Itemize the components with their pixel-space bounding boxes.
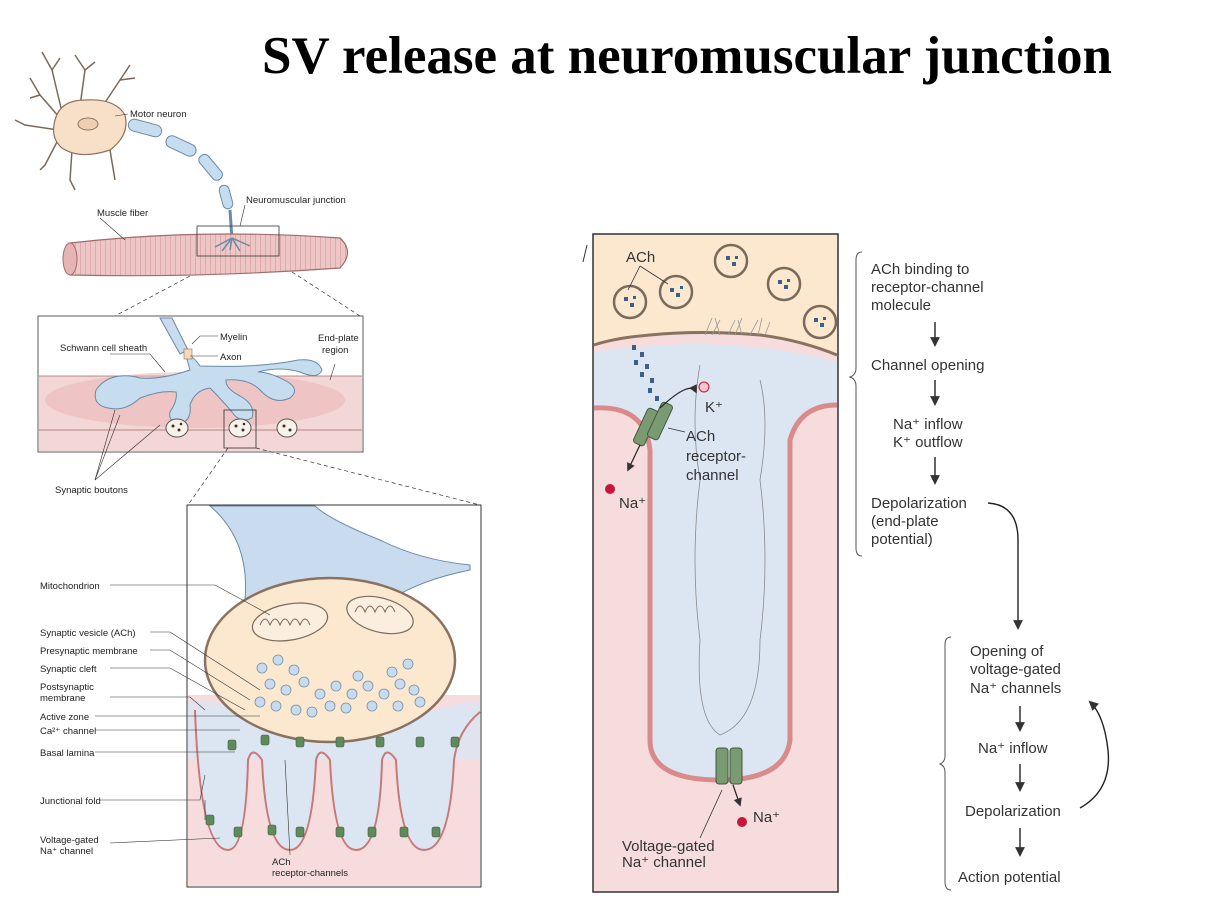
synaptic-vesicle [254, 696, 266, 708]
synaptic-vesicle [366, 700, 378, 712]
synaptic-vesicle [402, 658, 414, 670]
synaptic-vesicle [340, 702, 352, 714]
label-presynaptic-membrane: Presynaptic membrane [40, 646, 138, 657]
flow-step5-line1: Opening of [970, 643, 1044, 660]
flow-step7: Depolarization [965, 803, 1061, 820]
synaptic-vesicle [314, 688, 326, 700]
flow-step5-line2: voltage-gated [970, 661, 1061, 678]
label-ach-receptor-channels: receptor-channels [272, 868, 348, 879]
flow-step2: Channel opening [871, 357, 984, 374]
flow-step6: Na⁺ inflow [978, 740, 1048, 757]
synaptic-vesicle [280, 684, 292, 696]
synaptic-vesicle [264, 678, 276, 690]
membrane-channel [227, 739, 237, 751]
label-synaptic-vesicle: Synaptic vesicle (ACh) [40, 628, 136, 639]
label-ach-receptor-2: receptor- [686, 448, 746, 465]
synaptic-vesicle [392, 700, 404, 712]
label-ach-vesicles: ACh [626, 249, 655, 266]
flow-step4-line1: Depolarization [871, 495, 967, 512]
membrane-channel [205, 814, 215, 826]
label-neuromuscular-junction: Neuromuscular junction [246, 195, 346, 206]
membrane-channel [233, 826, 243, 838]
label-k-ion: K⁺ [705, 399, 723, 416]
synaptic-vesicle [362, 680, 374, 692]
flow-step1-line3: molecule [871, 297, 931, 314]
membrane-channel [335, 736, 345, 748]
label-junctional-fold: Junctional fold [40, 796, 101, 807]
synaptic-vesicle [414, 696, 426, 708]
label-postsynaptic-membrane: membrane [40, 693, 85, 704]
membrane-channel [431, 826, 441, 838]
label-end-plate-region: region [322, 345, 348, 356]
label-ach-receptor-1: ACh [686, 428, 715, 445]
flow-step8: Action potential [958, 869, 1061, 886]
label-na-ion-left: Na⁺ [619, 495, 646, 512]
label-active-zone: Active zone [40, 712, 89, 723]
label-voltage-gated-2: Na⁺ channel [622, 854, 706, 871]
synaptic-vesicle [270, 700, 282, 712]
flow-step3-line2: K⁺ outflow [893, 434, 963, 451]
label-myelin: Myelin [220, 332, 247, 343]
synaptic-vesicle [288, 664, 300, 676]
label-voltage-gated-1: Voltage-gated [622, 838, 715, 855]
label-muscle-fiber: Muscle fiber [97, 208, 148, 219]
synaptic-vesicle [306, 706, 318, 718]
synaptic-vesicle [290, 704, 302, 716]
page-title: SV release at neuromuscular junction [262, 27, 1112, 85]
membrane-channel [295, 826, 305, 838]
synaptic-vesicle [272, 654, 284, 666]
flow-step3-line1: Na⁺ inflow [893, 416, 963, 433]
label-na-ion-bottom: Na⁺ [753, 809, 780, 826]
synaptic-vesicle [378, 688, 390, 700]
synaptic-vesicle [394, 678, 406, 690]
synaptic-vesicle [352, 670, 364, 682]
junctional-fold-illustration [582, 233, 839, 893]
membrane-channel [415, 736, 425, 748]
synapse-closeup [186, 504, 482, 888]
membrane-channel [375, 736, 385, 748]
membrane-channel [399, 826, 409, 838]
label-voltage-gated: Voltage-gated [40, 835, 99, 846]
membrane-channel [335, 826, 345, 838]
motor-neuron-illustration [14, 51, 361, 317]
membrane-channel [367, 826, 377, 838]
synaptic-vesicle [386, 666, 398, 678]
label-axon: Axon [220, 352, 242, 363]
synaptic-vesicle [330, 680, 342, 692]
synaptic-vesicle [346, 688, 358, 700]
label-basal-lamina: Basal lamina [40, 748, 95, 759]
label-motor-neuron: Motor neuron [130, 109, 187, 120]
label-mitochondrion: Mitochondrion [40, 581, 100, 592]
label-postsynaptic: Postsynaptic [40, 682, 94, 693]
label-ach-receptor-3: channel [686, 467, 739, 484]
flowchart [848, 251, 952, 891]
membrane-channel [295, 736, 305, 748]
synaptic-vesicle [408, 684, 420, 696]
flow-step5-line3: Na⁺ channels [970, 680, 1061, 697]
membrane-channel [267, 824, 277, 836]
synaptic-vesicle [324, 700, 336, 712]
label-end-plate: End-plate [318, 333, 359, 344]
membrane-channel [260, 734, 270, 746]
membrane-channel [450, 736, 460, 748]
synaptic-vesicle [298, 676, 310, 688]
flow-step4-line3: potential) [871, 531, 933, 548]
flow-step1-line2: receptor-channel [871, 279, 984, 296]
synaptic-vesicle [256, 662, 268, 674]
flow-step4-line2: (end-plate [871, 513, 939, 530]
label-na-channel: Na⁺ channel [40, 846, 93, 857]
label-ach: ACh [272, 857, 290, 868]
flow-step1-line1: ACh binding to [871, 261, 969, 278]
label-schwann-cell-sheath: Schwann cell sheath [60, 343, 147, 354]
end-plate-illustration [37, 315, 481, 506]
label-synaptic-boutons: Synaptic boutons [55, 485, 128, 496]
label-synaptic-cleft: Synaptic cleft [40, 664, 97, 675]
label-ca-channel: Ca²⁺ channel [40, 726, 96, 737]
